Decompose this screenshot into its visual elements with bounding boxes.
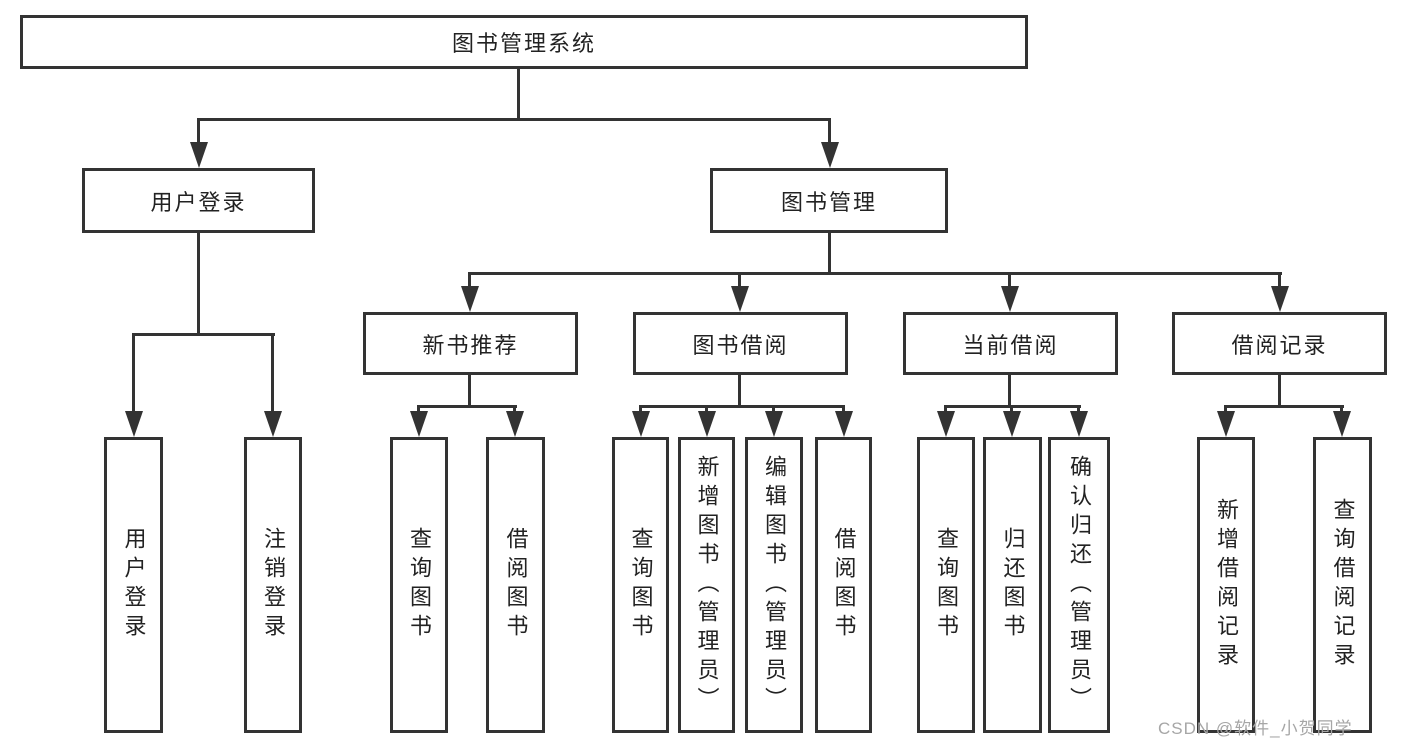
leaf-label: 用户登录 [121, 527, 147, 643]
connector-login-leaf1-stub [132, 333, 135, 415]
leaf-label: 新增借阅记录 [1214, 498, 1239, 672]
arrowhead-leaf [410, 411, 428, 437]
arrowhead-leaf [632, 411, 650, 437]
arrowhead-user-login [190, 142, 208, 168]
arrowhead-leaf [1003, 411, 1021, 437]
leaf-label: 编辑图书（管理员） [762, 454, 787, 716]
leaf-borrow-books: 借阅图书 [815, 437, 872, 733]
leaf-user-login: 用户登录 [104, 437, 163, 733]
connector-records-stub [1278, 272, 1281, 290]
leaf-return-books: 归还图书 [983, 437, 1042, 733]
csdn-watermark: CSDN @软件_小贺同学 [1158, 719, 1353, 738]
connector-stub [1010, 405, 1013, 415]
leaf-label: 借阅图书 [831, 527, 857, 643]
connector-user-login-stub [197, 118, 200, 148]
arrowhead-leaf [1070, 411, 1088, 437]
connector-stub [1224, 405, 1227, 415]
node-label: 新书推荐 [422, 332, 519, 358]
arrowhead-leaf [506, 411, 524, 437]
connector-newbook-vertical [468, 375, 471, 408]
leaf-query-books-current: 查询图书 [917, 437, 975, 733]
connector-stub [417, 405, 420, 415]
leaf-label: 查询借阅记录 [1330, 498, 1356, 672]
leaf-confirm-return-admin: 确认归还（管理员） [1048, 437, 1110, 733]
node-new-book-recommend: 新书推荐 [363, 312, 578, 375]
connector-current-vertical [1008, 375, 1011, 408]
connector-root-horizontal [197, 118, 831, 121]
connector-borrow-stub [738, 272, 741, 290]
connector-stub [513, 405, 516, 415]
connector-stub [944, 405, 947, 415]
leaf-label: 注销登录 [261, 527, 286, 643]
node-borrowing-records: 借阅记录 [1172, 312, 1387, 375]
arrowhead-leaf [765, 411, 783, 437]
arrowhead-leaf [698, 411, 716, 437]
connector-mgmt-vertical [828, 232, 831, 275]
leaf-add-borrow-record: 新增借阅记录 [1197, 437, 1255, 733]
node-label: 图书管理 [780, 189, 877, 215]
arrowhead-leaf [835, 411, 853, 437]
leaf-label: 查询图书 [628, 527, 654, 643]
connector-root-vertical [517, 68, 520, 121]
node-current-borrowing: 当前借阅 [903, 312, 1118, 375]
leaf-query-books-recommend: 查询图书 [390, 437, 448, 733]
leaf-label: 查询图书 [934, 527, 959, 643]
node-user-login: 用户登录 [82, 168, 315, 233]
connector-stub [1340, 405, 1343, 415]
leaf-query-borrow-record: 查询借阅记录 [1313, 437, 1372, 733]
node-label: 图书管理系统 [451, 31, 596, 56]
connector-stub [705, 405, 708, 415]
node-label: 当前借阅 [962, 332, 1059, 358]
arrowhead-leaf [1333, 411, 1351, 437]
leaf-label: 确认归还（管理员） [1067, 454, 1092, 716]
connector-stub [639, 405, 642, 415]
node-library-management-system: 图书管理系统 [20, 15, 1028, 69]
node-book-borrowing: 图书借阅 [633, 312, 848, 375]
arrowhead-borrow [731, 286, 749, 312]
connector-stub [842, 405, 845, 415]
node-label: 用户登录 [150, 189, 247, 215]
leaf-label: 借阅图书 [503, 527, 529, 643]
node-label: 图书借阅 [692, 332, 789, 358]
connector-login-horizontal [132, 333, 275, 336]
connector-newbook-horizontal [417, 405, 517, 408]
node-label: 借阅记录 [1231, 332, 1328, 358]
connector-borrow-horizontal [639, 405, 844, 408]
connector-current-stub [1008, 272, 1011, 290]
arrowhead-login-leaf1 [125, 411, 143, 437]
arrowhead-leaf [937, 411, 955, 437]
leaf-label: 新增图书（管理员） [694, 454, 720, 716]
connector-book-mgmt-stub [828, 118, 831, 148]
connector-mgmt-horizontal [468, 272, 1282, 275]
leaf-label: 查询图书 [407, 527, 432, 643]
arrowhead-newbook [461, 286, 479, 312]
connector-borrow-vertical [738, 375, 741, 408]
leaf-logout: 注销登录 [244, 437, 302, 733]
connector-stub [1077, 405, 1080, 415]
node-book-management: 图书管理 [710, 168, 948, 233]
leaf-query-books-borrow: 查询图书 [612, 437, 669, 733]
arrowhead-leaf [1217, 411, 1235, 437]
arrowhead-records [1271, 286, 1289, 312]
connector-newbook-stub [468, 272, 471, 290]
connector-records-vertical [1278, 375, 1281, 408]
leaf-edit-books-admin: 编辑图书（管理员） [745, 437, 803, 733]
leaf-borrow-books-recommend: 借阅图书 [486, 437, 545, 733]
leaf-add-books-admin: 新增图书（管理员） [678, 437, 735, 733]
arrowhead-current [1001, 286, 1019, 312]
arrowhead-login-leaf2 [264, 411, 282, 437]
arrowhead-book-mgmt [821, 142, 839, 168]
connector-records-horizontal [1224, 405, 1344, 408]
leaf-label: 归还图书 [1000, 527, 1026, 643]
connector-login-leaf2-stub [271, 333, 274, 415]
connector-stub [772, 405, 775, 415]
connector-login-vertical [197, 232, 200, 336]
